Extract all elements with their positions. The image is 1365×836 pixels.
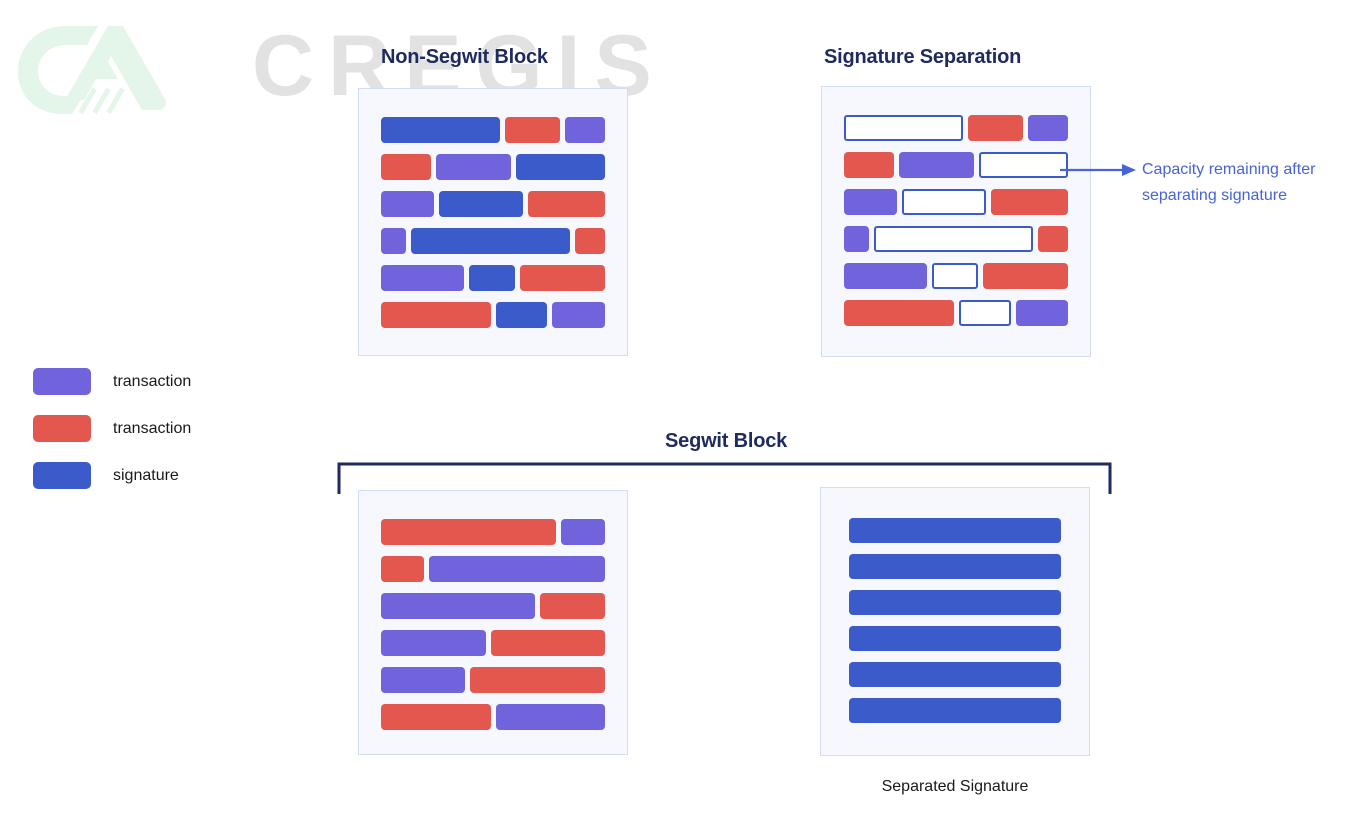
legend-swatch-signature (33, 462, 91, 489)
signature-separation-title: Signature Separation (824, 46, 1022, 68)
bar-empty (874, 226, 1033, 252)
bar-transaction-purple (381, 630, 486, 656)
bar-transaction-purple (552, 302, 605, 328)
signature-separation-transaction-rows (844, 115, 1068, 326)
bar-signature (849, 554, 1061, 579)
bar-empty (958, 300, 1011, 326)
bar-transaction-red (844, 152, 894, 178)
bar-signature (849, 518, 1061, 543)
separated-signature-caption: Separated Signature (881, 778, 1029, 795)
bar-empty (901, 189, 987, 215)
block-row (844, 189, 1068, 215)
bar-signature (411, 228, 570, 254)
bar-empty (844, 115, 963, 141)
bar-transaction-red (1037, 226, 1068, 252)
block-row (381, 704, 605, 730)
separated-signature-bars (849, 518, 1061, 723)
bar-transaction-red (520, 265, 605, 291)
block-row (381, 519, 605, 545)
segwit-block-title: Segwit Block (665, 430, 788, 452)
capacity-callout-text: Capacity remaining after separating sign… (1142, 161, 1316, 204)
bar-transaction-red (490, 630, 605, 656)
block-row (381, 630, 605, 656)
non-segwit-block-frame (358, 88, 628, 356)
cregis-logo-watermark-icon (18, 26, 167, 115)
bar-transaction-purple (381, 228, 407, 254)
block-row (381, 265, 605, 291)
block-row (381, 667, 605, 693)
block-row (381, 154, 605, 180)
bar-transaction-purple (844, 226, 870, 252)
bar-transaction-purple (561, 519, 605, 545)
bar-transaction-purple (435, 154, 512, 180)
separated-signature-frame (820, 487, 1090, 756)
bar-transaction-purple (565, 117, 605, 143)
legend-swatch-transaction-red (33, 415, 91, 442)
capacity-callout-arrow-icon (1060, 164, 1136, 176)
bar-transaction-red (504, 117, 561, 143)
bar-transaction-purple (428, 556, 605, 582)
bar-transaction-red (381, 519, 557, 545)
non-segwit-block-title: Non-Segwit Block (381, 46, 548, 68)
bar-transaction-red (574, 228, 605, 254)
block-row (844, 300, 1068, 326)
bar-transaction-red (983, 263, 1068, 289)
legend-item: transaction (33, 368, 191, 395)
block-row (844, 152, 1068, 178)
bar-transaction-purple (381, 593, 536, 619)
bar-transaction-purple (1015, 300, 1068, 326)
bar-signature (381, 117, 500, 143)
non-segwit-transaction-rows (381, 117, 605, 328)
bar-signature (516, 154, 605, 180)
bar-signature (438, 191, 524, 217)
bar-signature (468, 265, 516, 291)
bar-transaction-purple (381, 667, 465, 693)
legend-item: transaction (33, 415, 191, 442)
bar-signature (849, 698, 1061, 723)
block-row (381, 302, 605, 328)
bar-empty (979, 152, 1068, 178)
segwit-block-frame (358, 490, 628, 755)
legend: transaction transaction signature (33, 368, 191, 489)
block-row (381, 228, 605, 254)
segwit-block-bracket (337, 462, 1112, 494)
segwit-transaction-rows (381, 519, 605, 730)
block-row (381, 117, 605, 143)
bar-transaction-red (528, 191, 605, 217)
block-row (381, 593, 605, 619)
bar-transaction-red (381, 704, 491, 730)
block-row (381, 191, 605, 217)
bar-transaction-purple (1028, 115, 1068, 141)
legend-label: transaction (113, 419, 192, 437)
bar-transaction-purple (381, 191, 434, 217)
bar-transaction-red (381, 302, 491, 328)
bar-transaction-purple (495, 704, 605, 730)
bar-transaction-red (381, 154, 431, 180)
block-row (844, 226, 1068, 252)
signature-separation-block-frame (821, 86, 1091, 357)
bar-transaction-red (469, 667, 605, 693)
bar-transaction-purple (381, 265, 464, 291)
bar-signature (849, 590, 1061, 615)
bar-signature (849, 626, 1061, 651)
legend-item: signature (33, 462, 191, 489)
bar-transaction-red (967, 115, 1024, 141)
bar-signature (495, 302, 548, 328)
block-row (844, 263, 1068, 289)
bar-transaction-red (540, 593, 605, 619)
block-row (844, 115, 1068, 141)
bar-transaction-red (844, 300, 954, 326)
bar-transaction-purple (844, 189, 897, 215)
bar-empty (931, 263, 979, 289)
block-row (381, 556, 605, 582)
legend-label: transaction (113, 372, 192, 390)
bar-transaction-red (991, 189, 1068, 215)
legend-label: signature (113, 466, 179, 484)
bar-transaction-purple (898, 152, 975, 178)
bar-transaction-purple (844, 263, 927, 289)
bar-transaction-red (381, 556, 424, 582)
legend-swatch-transaction-purple (33, 368, 91, 395)
bar-signature (849, 662, 1061, 687)
